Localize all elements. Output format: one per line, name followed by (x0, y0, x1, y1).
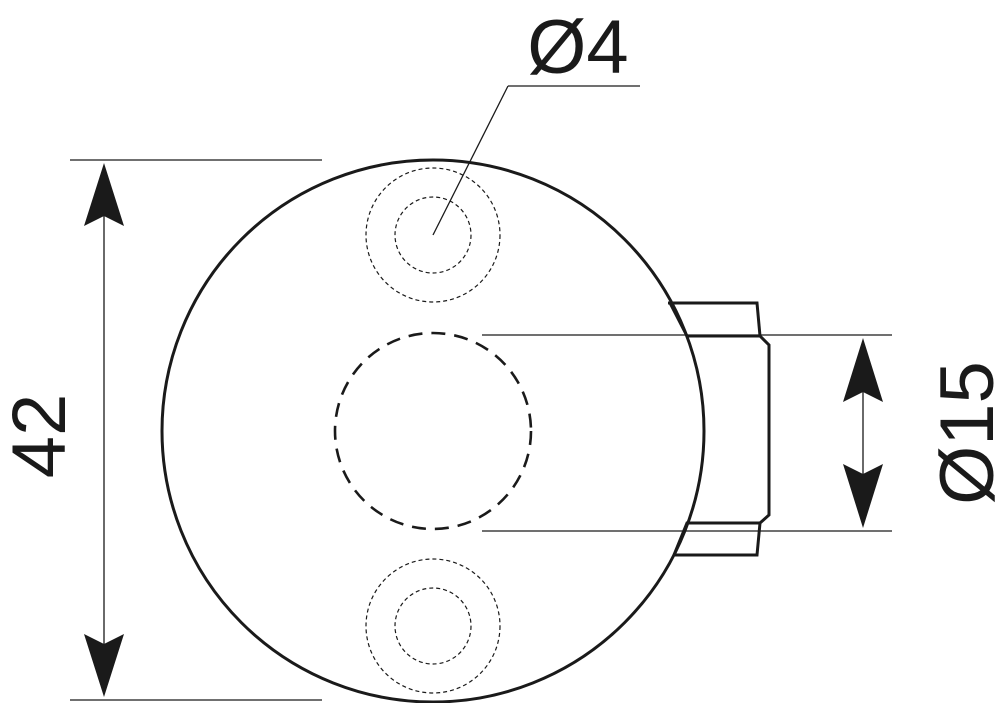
hidden-top-hole-inner (394, 196, 472, 274)
hole-leader-diagonal (432, 85, 509, 236)
height-arrow-bottom (84, 634, 124, 697)
hidden-center-bore (333, 331, 533, 531)
shaft-arrow-bottom (843, 464, 883, 528)
shaft-stub-inner-bottom (672, 521, 760, 556)
shaft-stub-outline (668, 301, 771, 557)
shaft-stub-inner-top (668, 302, 760, 338)
hidden-bottom-hole-outer (365, 558, 501, 694)
hidden-top-hole-outer (365, 167, 501, 303)
shaft-diameter-label: Ø15 (925, 361, 1000, 505)
hole-diameter-label: Ø4 (527, 5, 628, 90)
height-arrow-top (84, 163, 124, 226)
shaft-arrow-top (843, 338, 883, 402)
height-dimension-label: 42 (0, 394, 82, 479)
hidden-bottom-hole-inner (394, 587, 472, 665)
main-body-outline (160, 158, 706, 703)
